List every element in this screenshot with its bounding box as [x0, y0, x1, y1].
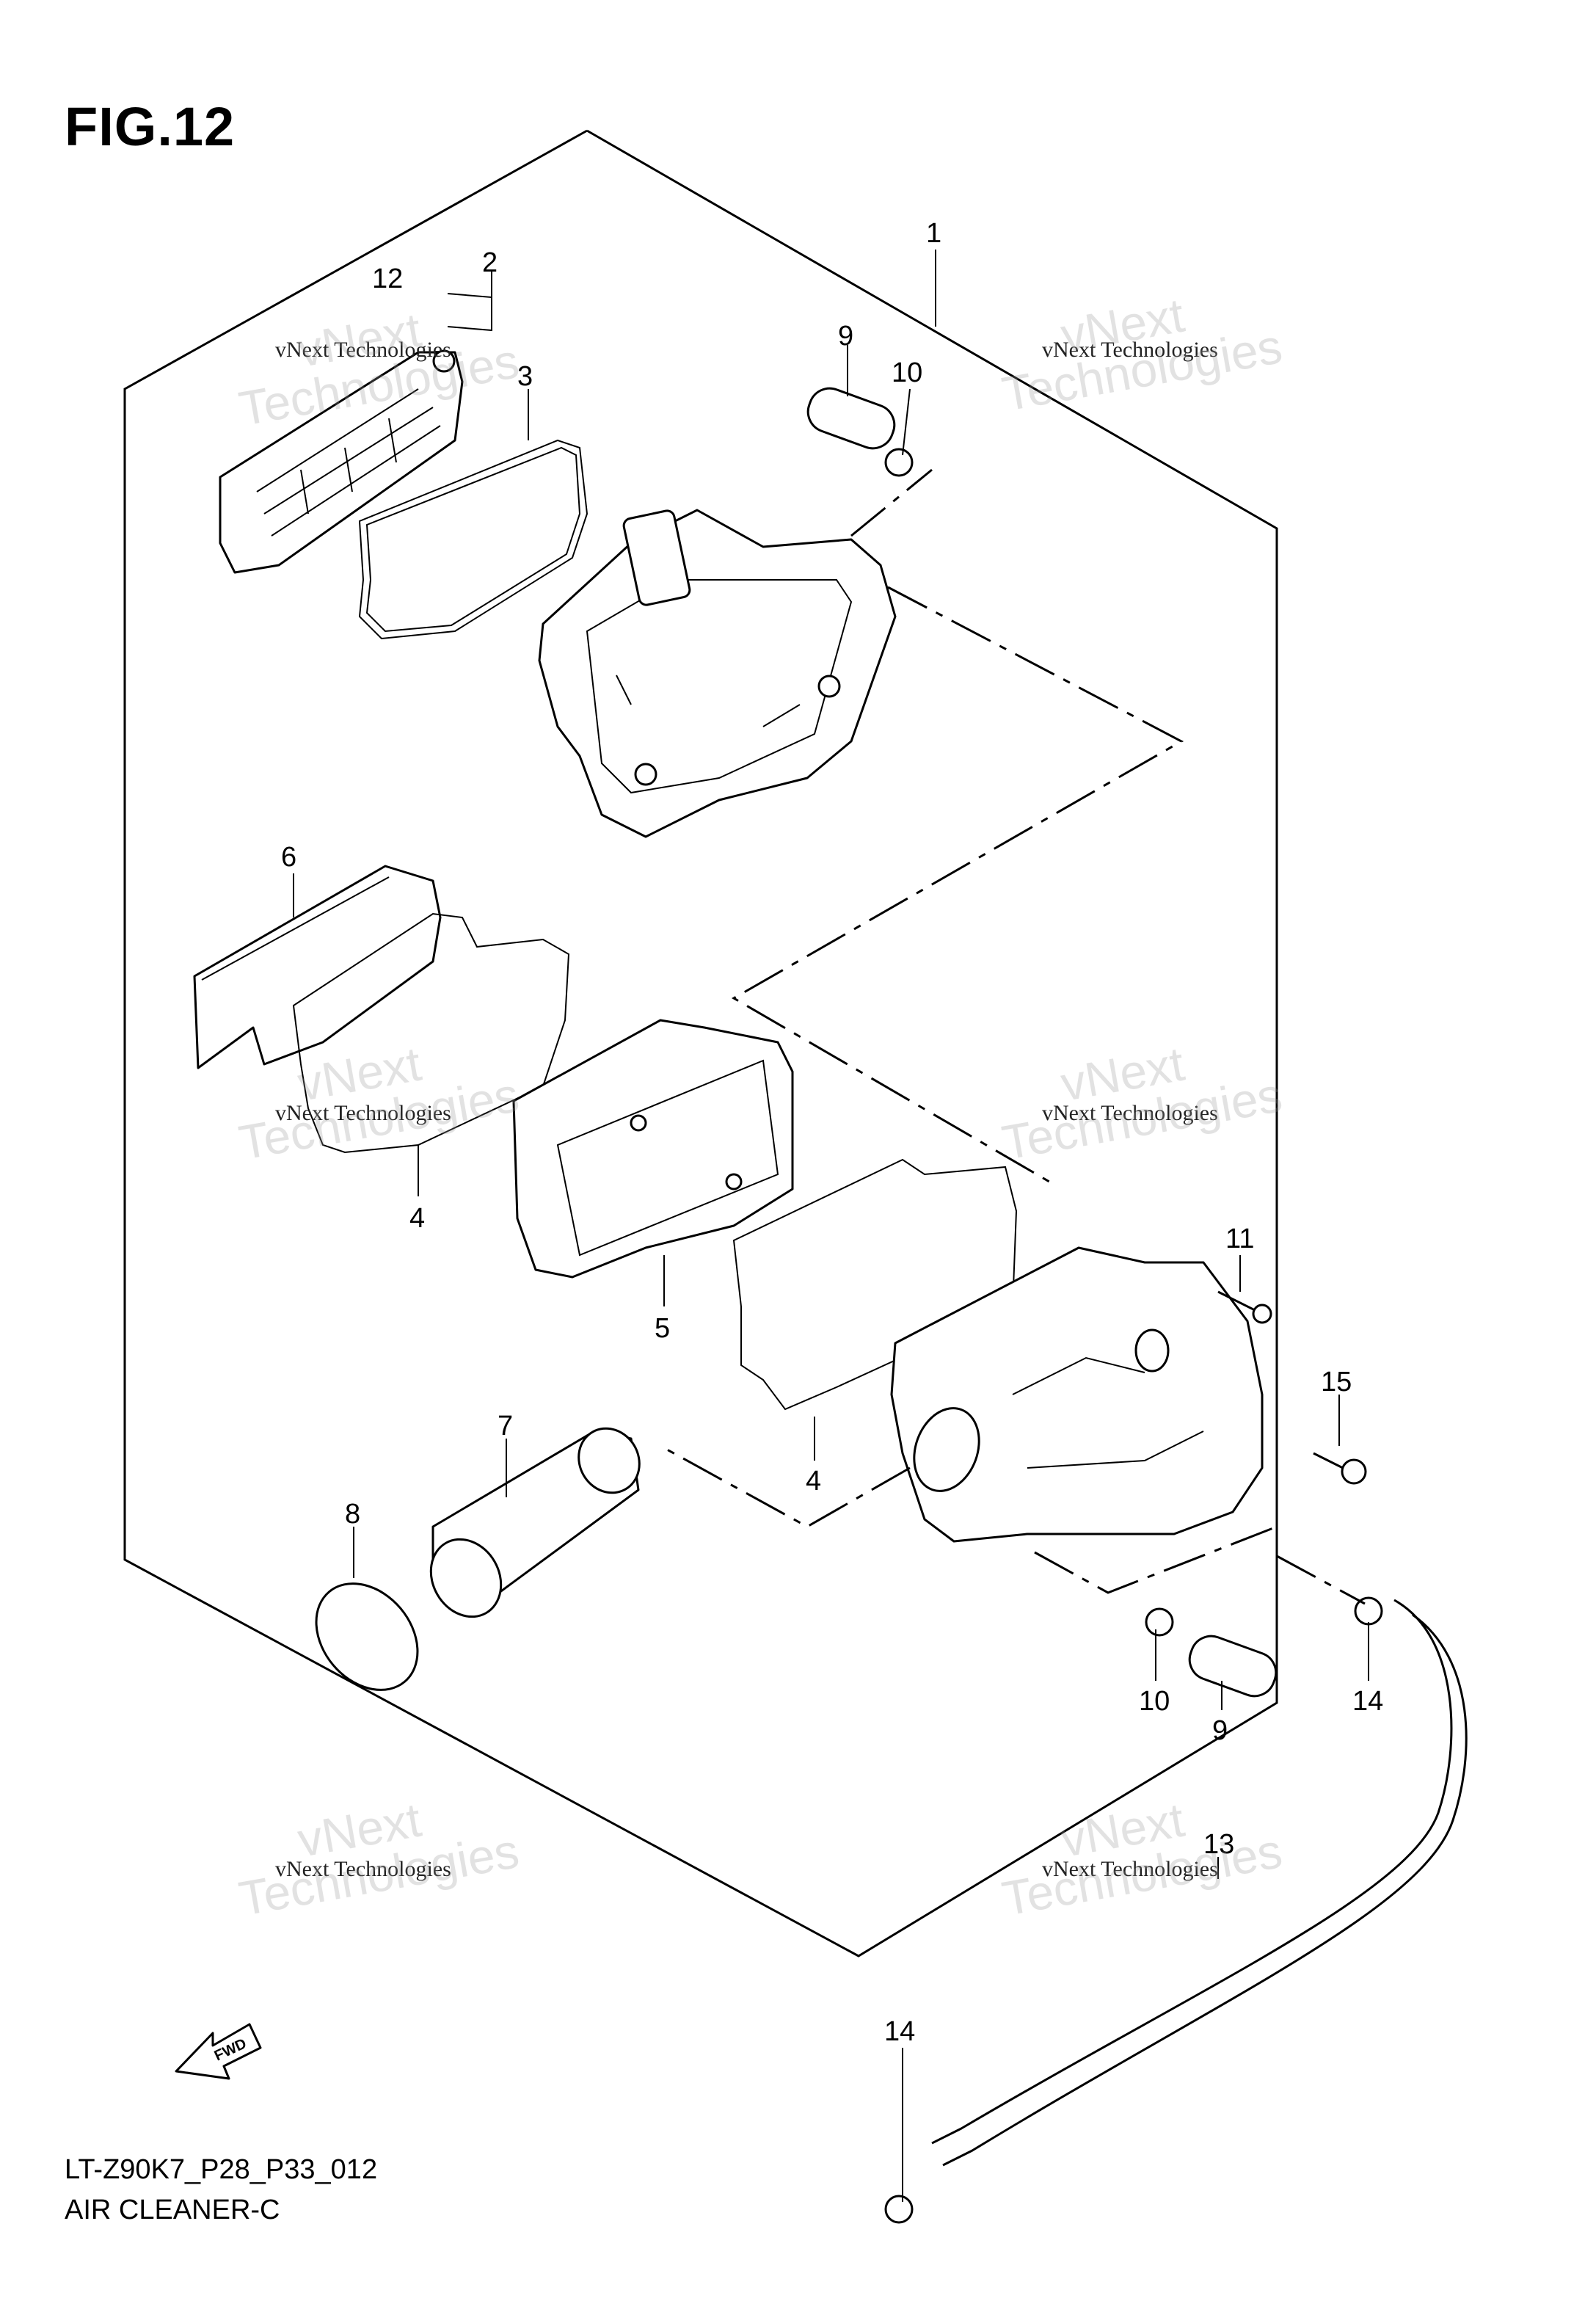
callout-1: 1 — [926, 218, 941, 249]
filter-holder — [512, 1019, 794, 1279]
breather-cover — [219, 349, 464, 574]
callout-3: 3 — [517, 361, 533, 392]
gasket-4-upper — [292, 912, 570, 1154]
callout-8: 8 — [345, 1499, 360, 1530]
callout-4-lower: 4 — [806, 1466, 821, 1497]
connector-base — [1034, 1525, 1278, 1594]
callout-15: 15 — [1321, 1367, 1352, 1397]
callout-5: 5 — [655, 1313, 670, 1344]
callout-10-lower: 10 — [1139, 1686, 1170, 1717]
gasket-3-inner — [365, 446, 581, 633]
diagram-code: LT-Z90K7_P28_P33_012 — [65, 2154, 378, 2185]
connector-hose — [1276, 1555, 1366, 1605]
connector-mid — [732, 586, 1184, 1183]
drain-plug-upper — [806, 387, 896, 450]
air-cleaner-cover — [538, 509, 897, 838]
callout-7: 7 — [498, 1411, 513, 1442]
callout-6: 6 — [281, 842, 296, 873]
clip-upper — [884, 448, 914, 477]
figure-title: FIG.12 — [65, 96, 236, 157]
assembly-boundary — [123, 129, 1278, 1957]
callout-10-upper: 10 — [892, 357, 922, 388]
diagram-name: AIR CLEANER-C — [65, 2195, 280, 2225]
bolt-head — [1341, 1458, 1367, 1485]
screw-head — [1252, 1304, 1272, 1324]
drain-plug-lower — [1188, 1635, 1278, 1698]
clip-lower — [1145, 1607, 1174, 1637]
callout-9-lower: 9 — [1212, 1715, 1228, 1746]
leader-lines — [293, 250, 1369, 2202]
callout-11: 11 — [1225, 1224, 1254, 1254]
fwd-arrow-icon: FWD — [175, 2023, 262, 2080]
air-cleaner-case — [890, 1246, 1264, 1543]
gasket-3 — [358, 439, 589, 640]
callout-14-bottom: 14 — [884, 2016, 915, 2047]
breather-hose — [931, 1599, 1453, 2145]
filter-element — [193, 865, 442, 1069]
callout-9-upper: 9 — [838, 321, 853, 352]
callout-13: 13 — [1203, 1829, 1234, 1860]
connector-low — [660, 1444, 911, 1528]
clamp — [315, 1582, 419, 1691]
callout-12: 12 — [372, 263, 403, 294]
callout-4-upper: 4 — [409, 1203, 425, 1234]
connector-upper — [850, 468, 933, 537]
hose-clip-bottom — [884, 2195, 914, 2224]
callout-14-right: 14 — [1352, 1686, 1383, 1717]
inlet-tube — [429, 1427, 641, 1618]
callout-2: 2 — [482, 247, 498, 278]
